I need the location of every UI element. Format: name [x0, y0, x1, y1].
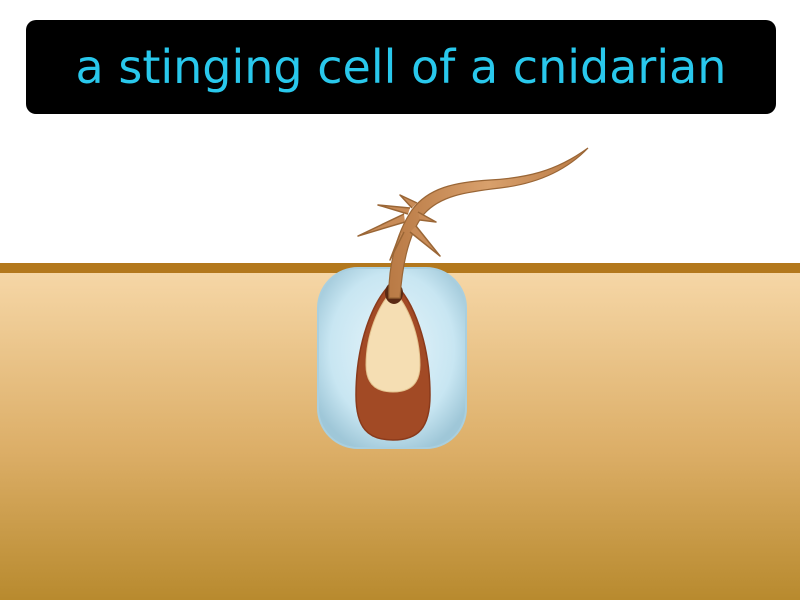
thread-barbs — [357, 194, 441, 261]
nematocyst-inner — [365, 289, 421, 393]
stinging-thread — [388, 147, 589, 299]
caption-text: a stinging cell of a cnidarian — [75, 40, 727, 94]
caption-banner: a stinging cell of a cnidarian — [26, 20, 776, 114]
